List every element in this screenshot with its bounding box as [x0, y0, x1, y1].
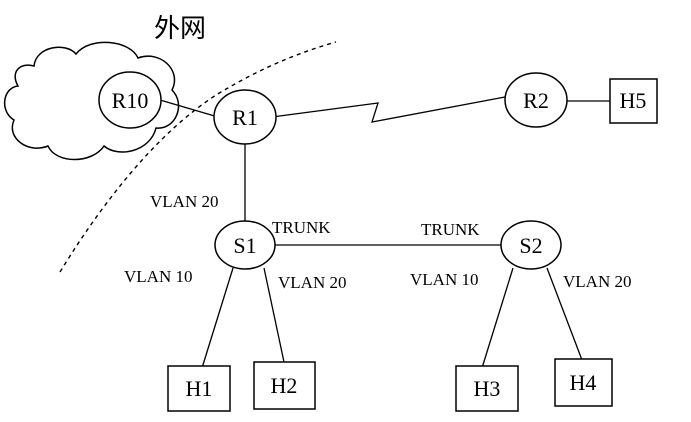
- router-r2: [504, 72, 568, 128]
- host-h2: [253, 361, 316, 410]
- link-label-trunk-s1: TRUNK: [272, 218, 331, 237]
- router-r10-label: R10: [112, 88, 149, 113]
- router-r2-label: R2: [523, 88, 549, 113]
- switch-s2: [500, 220, 562, 270]
- host-h2-label: H2: [271, 373, 298, 398]
- link-s2-h3: [481, 267, 514, 369]
- link-s2-h4: [546, 267, 583, 361]
- host-h5: [609, 78, 658, 124]
- switch-s2-label: S2: [519, 233, 542, 258]
- link-label-trunk-s2: TRUNK: [421, 220, 480, 239]
- host-h5-label: H5: [620, 88, 647, 113]
- router-r10: [98, 71, 162, 129]
- link-r1-r2-serial: [271, 96, 506, 123]
- link-label-s2-h3: VLAN 10: [410, 270, 478, 289]
- link-label-r1-s1: VLAN 20: [150, 192, 218, 211]
- router-r1-label: R1: [232, 105, 258, 130]
- link-s1-h1: [201, 267, 234, 369]
- link-label-s2-h4: VLAN 20: [563, 272, 631, 291]
- host-h4: [554, 358, 613, 407]
- network-boundary-dashed-line: [59, 41, 337, 273]
- host-h1: [167, 365, 231, 412]
- link-r10-r1: [159, 99, 219, 118]
- router-r1: [213, 89, 277, 145]
- host-h1-label: H1: [186, 376, 213, 401]
- link-label-s1-h1: VLAN 10: [124, 267, 192, 286]
- switch-s1: [214, 220, 276, 270]
- link-s1-h2: [263, 267, 285, 363]
- external-network-title: 外网: [154, 14, 206, 44]
- host-h4-label: H4: [570, 370, 597, 395]
- host-h3: [455, 365, 519, 412]
- switch-s1-label: S1: [233, 233, 256, 258]
- link-label-s1-h2: VLAN 20: [278, 273, 346, 292]
- host-h3-label: H3: [474, 376, 501, 401]
